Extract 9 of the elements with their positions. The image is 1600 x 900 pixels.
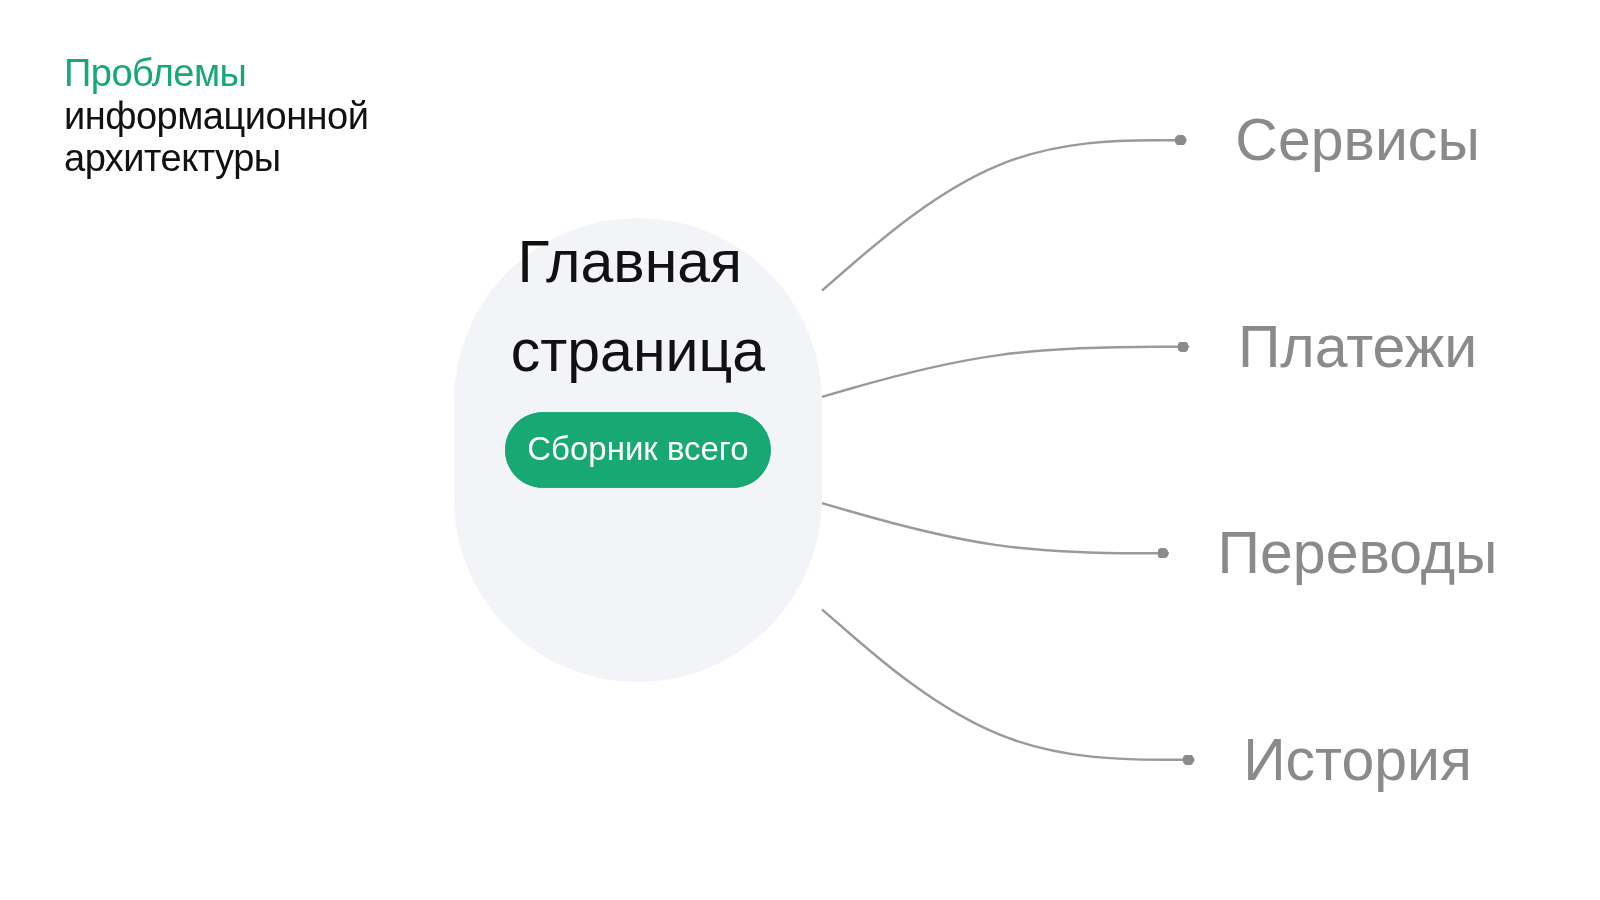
connector bbox=[821, 501, 1169, 559]
node-text: Платежи bbox=[1237, 312, 1478, 379]
connector bbox=[821, 341, 1190, 399]
connector bbox=[821, 134, 1187, 292]
title: Проблемы информационной архитектуры bbox=[64, 52, 370, 180]
node-text: Переводы bbox=[1217, 519, 1498, 586]
connector bbox=[821, 608, 1195, 766]
node-text: Сервисы bbox=[1235, 106, 1480, 173]
node-text: История bbox=[1243, 725, 1472, 792]
